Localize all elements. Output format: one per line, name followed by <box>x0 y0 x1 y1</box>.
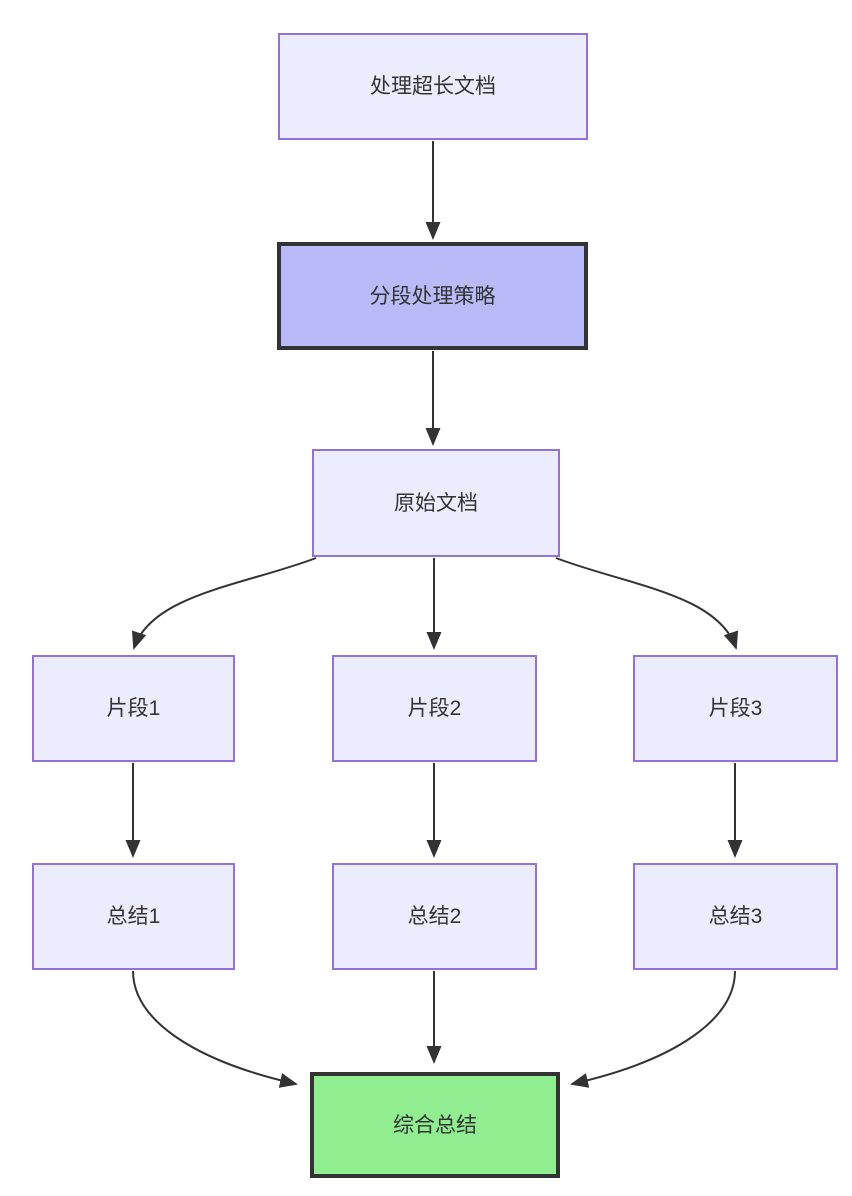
node-label: 总结1 <box>106 905 161 928</box>
node-label: 原始文档 <box>394 491 478 515</box>
node-final-summary: 综合总结 <box>310 1072 560 1178</box>
node-fragment-1: 片段1 <box>32 655 235 762</box>
node-label: 总结2 <box>407 905 462 928</box>
edge-sum1-to-final <box>132 970 298 1088</box>
node-label: 综合总结 <box>393 1113 477 1137</box>
node-label: 片段2 <box>407 697 462 720</box>
node-segmentation-strategy: 分段处理策略 <box>277 242 588 350</box>
edge-sum3-to-final <box>570 970 736 1088</box>
node-fragment-2: 片段2 <box>332 655 537 762</box>
node-label: 片段1 <box>106 697 161 720</box>
node-label: 处理超长文档 <box>370 75 496 98</box>
edge-source-to-frag1 <box>131 557 317 650</box>
edge-source-to-frag3 <box>555 557 739 650</box>
node-summary-1: 总结1 <box>32 863 235 970</box>
node-label: 分段处理策略 <box>369 284 496 308</box>
node-fragment-3: 片段3 <box>633 655 838 762</box>
node-label: 总结3 <box>708 905 763 928</box>
node-label: 片段3 <box>708 697 763 720</box>
node-summary-3: 总结3 <box>633 863 838 970</box>
node-original-document: 原始文档 <box>312 449 560 557</box>
node-process-long-document: 处理超长文档 <box>278 33 588 140</box>
node-summary-2: 总结2 <box>332 863 537 970</box>
